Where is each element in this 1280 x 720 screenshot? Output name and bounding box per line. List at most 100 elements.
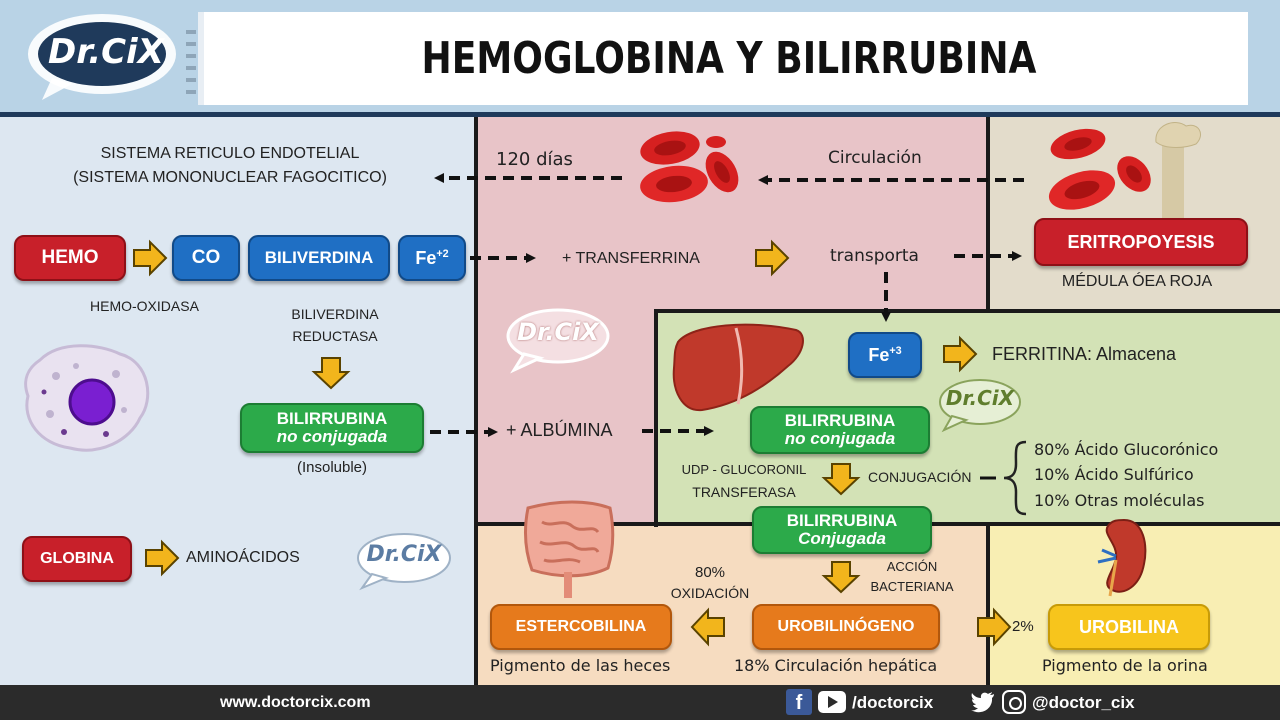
urobilinogeno-pill: UROBILINÓGENO (752, 604, 940, 650)
liver-illustration (672, 323, 804, 412)
co-label: CO (191, 247, 221, 269)
fe2-pill: Fe+2 (398, 235, 466, 281)
red-blood-cells-illustration (640, 131, 739, 203)
watermark-text: Dr.CiX (366, 542, 442, 567)
sre-label-line2: (SISTEMA MONONUCLEAR FAGOCITICO) (73, 169, 387, 186)
pigmento-orina-label: Pigmento de la orina (1042, 656, 1208, 675)
aminoacidos-label: AMINOÁCIDOS (186, 549, 300, 566)
udp-label-line2: TRANSFERASA (692, 484, 796, 500)
no-conjugada-label: no conjugada (784, 429, 896, 448)
arrow-right-icon (133, 239, 168, 277)
fe2-charge: +2 (436, 247, 449, 260)
footer-website-link[interactable]: www.doctorcix.com (220, 694, 371, 711)
arrow-right-icon (755, 239, 790, 277)
biliverdina-label: BILIVERDINA (264, 248, 374, 268)
bilirrubina-conjugada-pill: BILIRRUBINA Conjugada (752, 506, 932, 554)
globina-label: GLOBINA (40, 549, 114, 567)
youtube-icon[interactable] (818, 691, 846, 713)
eritropoyesis-label: ERITROPOYESIS (1067, 231, 1215, 252)
dias-label: 120 días (496, 149, 573, 170)
arrow-right-icon (145, 539, 180, 577)
accion-bacteriana-line2: BACTERIANA (870, 579, 954, 594)
fe3-label: Fe+3 (868, 344, 902, 365)
arrow-right-icon (977, 607, 1012, 647)
fe3-pill: Fe+3 (848, 332, 922, 378)
accion-bacteriana-line1: ACCIÓN (886, 559, 938, 574)
acid-line-3: 10% Otras moléculas (1034, 491, 1205, 510)
bone-marrow-illustration (1048, 122, 1201, 220)
divider (986, 522, 990, 685)
arrow-down-icon (821, 561, 861, 594)
biliverdina-reductasa-line2: REDUCTASA (292, 328, 378, 344)
fe3-charge: +3 (889, 344, 902, 357)
bilirrubina-label: BILIRRUBINA (786, 511, 898, 531)
arrow-down-icon (821, 463, 861, 496)
title-card: HEMOGLOBINA Y BILIRRUBINA (186, 12, 1248, 105)
divider (986, 117, 990, 313)
biliverdina-pill: BILIVERDINA (248, 235, 390, 281)
watermark-text: Dr.CiX (517, 318, 599, 346)
fe2-symbol: Fe (415, 247, 437, 268)
footer-twitter-handle[interactable]: @doctor_cix (1032, 693, 1135, 712)
logo-text: Dr.CiX (48, 32, 164, 72)
no-conjugada-label: no conjugada (276, 427, 388, 446)
dos-pct-label: 2% (1012, 618, 1034, 635)
conjugada-label: Conjugada (798, 529, 886, 548)
oxidacion-label: OXIDACIÓN (670, 585, 750, 601)
bilirrubina-label: BILIRRUBINA (276, 409, 388, 429)
oxidacion-pct: 80% (694, 564, 726, 581)
instagram-icon[interactable] (1002, 690, 1026, 714)
doctorcix-logo: Dr.CiX (22, 8, 182, 104)
transferrina-label: + TRANSFERRINA (562, 250, 700, 267)
doctorcix-watermark: Dr.CiX (354, 530, 454, 591)
sre-label-line1: SISTEMA RETICULO ENDOTELIAL (100, 145, 360, 162)
divider (474, 117, 478, 685)
albumina-label: + ALBÚMINA (506, 420, 613, 440)
divider (654, 309, 1280, 313)
arrow-right-icon (943, 335, 978, 373)
co-pill: CO (172, 235, 240, 281)
acid-line-2: 10% Ácido Sulfúrico (1034, 465, 1194, 484)
brace-icon (1003, 440, 1027, 516)
arrow-left-icon (690, 607, 725, 647)
kidney-illustration (1097, 518, 1147, 597)
page-title: HEMOGLOBINA Y BILIRRUBINA (421, 33, 1037, 84)
urobilinogeno-label: UROBILINÓGENO (777, 617, 915, 635)
header-stripe (0, 112, 1280, 117)
footer-bar (0, 685, 1280, 720)
estercobilina-label: ESTERCOBILINA (515, 617, 647, 635)
insoluble-label: (Insoluble) (296, 459, 368, 476)
twitter-icon[interactable] (970, 690, 996, 714)
biliverdina-reductasa-line1: BILIVERDINA (291, 306, 379, 322)
ferritina-label: FERRITINA: Almacena (992, 344, 1177, 364)
hemo-pill: HEMO (14, 235, 126, 281)
hemo-oxidasa-label: HEMO-OXIDASA (90, 298, 199, 314)
watermark-text: Dr.CiX (945, 386, 1015, 410)
bilirrubina-label: BILIRRUBINA (784, 411, 896, 431)
doctorcix-watermark: Dr.CiX (936, 376, 1024, 433)
estercobilina-pill: ESTERCOBILINA (490, 604, 672, 650)
medula-label: MÉDULA ÓEA ROJA (1061, 273, 1213, 290)
footer-facebook-handle[interactable]: /doctorcix (852, 693, 934, 712)
fe3-symbol: Fe (868, 344, 890, 365)
transporta-label: transporta (830, 246, 919, 266)
arrow-down-icon (311, 357, 351, 390)
udp-label-line1: UDP - GLUCORONIL (681, 462, 807, 477)
bilirrubina-no-conjugada-pill-liver: BILIRRUBINA no conjugada (750, 406, 930, 454)
acid-line-1: 80% Ácido Glucorónico (1034, 440, 1219, 459)
eritropoyesis-pill: ERITROPOYESIS (1034, 218, 1248, 266)
macrophage-cell-illustration (24, 344, 150, 452)
hemo-label: HEMO (41, 247, 99, 269)
urobilina-pill: UROBILINA (1048, 604, 1210, 650)
intestine-illustration (523, 500, 615, 598)
circulacion-hepatica-label: 18% Circulación hepática (734, 656, 938, 675)
divider (654, 309, 658, 527)
pigmento-heces-label: Pigmento de las heces (490, 656, 671, 675)
circulacion-label: Circulación (828, 148, 922, 168)
fe2-label: Fe+2 (415, 247, 449, 268)
bilirrubina-no-conjugada-pill-left: BILIRRUBINA no conjugada (240, 403, 424, 453)
conjugacion-label: CONJUGACIÓN (868, 469, 972, 485)
facebook-icon[interactable]: f (786, 689, 812, 715)
